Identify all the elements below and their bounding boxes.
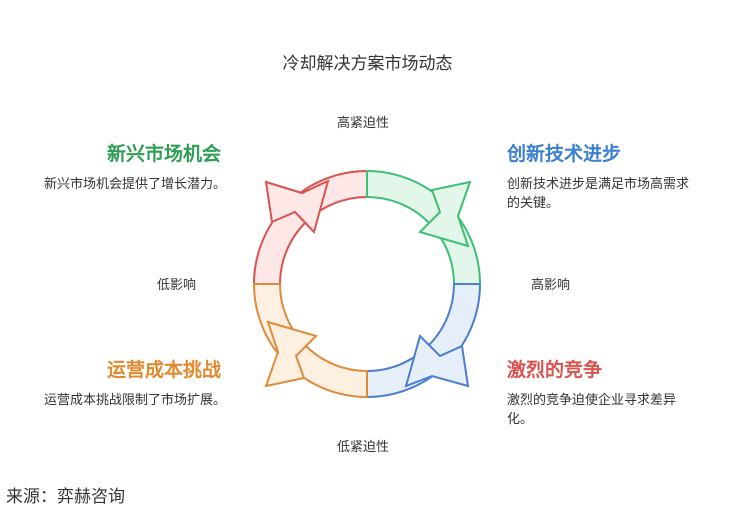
axis-label-top: 高紧迫性: [337, 116, 390, 131]
quadrant-desc-top-left: 新兴市场机会提供了增长潜力。: [43, 177, 226, 192]
arrowhead-bottom-left: [264, 320, 318, 388]
quadrant-desc-bottom-right: 激烈的竞争迫使企业寻求差异化。: [507, 393, 677, 427]
arrowheads: [264, 179, 472, 388]
axis-label-bottom: 低紧迫性: [337, 440, 390, 455]
segment-bottom-left: [252, 283, 368, 399]
arrowhead-top-left: [264, 179, 330, 234]
axis-label-left: 低影响: [157, 278, 197, 293]
quadrant-heading-bottom-left: 运营成本挑战: [107, 359, 222, 381]
quadrant-desc-bottom-left: 运营成本挑战限制了市场扩展。: [43, 393, 226, 408]
source-note: 来源：弈赫咨询: [6, 487, 125, 507]
diagram-title: 冷却解决方案市场动态: [282, 54, 453, 74]
quadrant-heading-top-right: 创新技术进步: [507, 143, 622, 165]
quadrant-heading-top-left: 新兴市场机会: [107, 143, 222, 165]
arrowhead-top-right: [418, 180, 472, 248]
quadrant-heading-bottom-right: 激烈的竞争: [507, 359, 603, 381]
axis-label-right: 高影响: [531, 278, 571, 293]
arrowhead-bottom-right: [404, 334, 470, 388]
quadrant-desc-top-right: 创新技术进步是满足市场高需求的关键。: [507, 177, 690, 211]
